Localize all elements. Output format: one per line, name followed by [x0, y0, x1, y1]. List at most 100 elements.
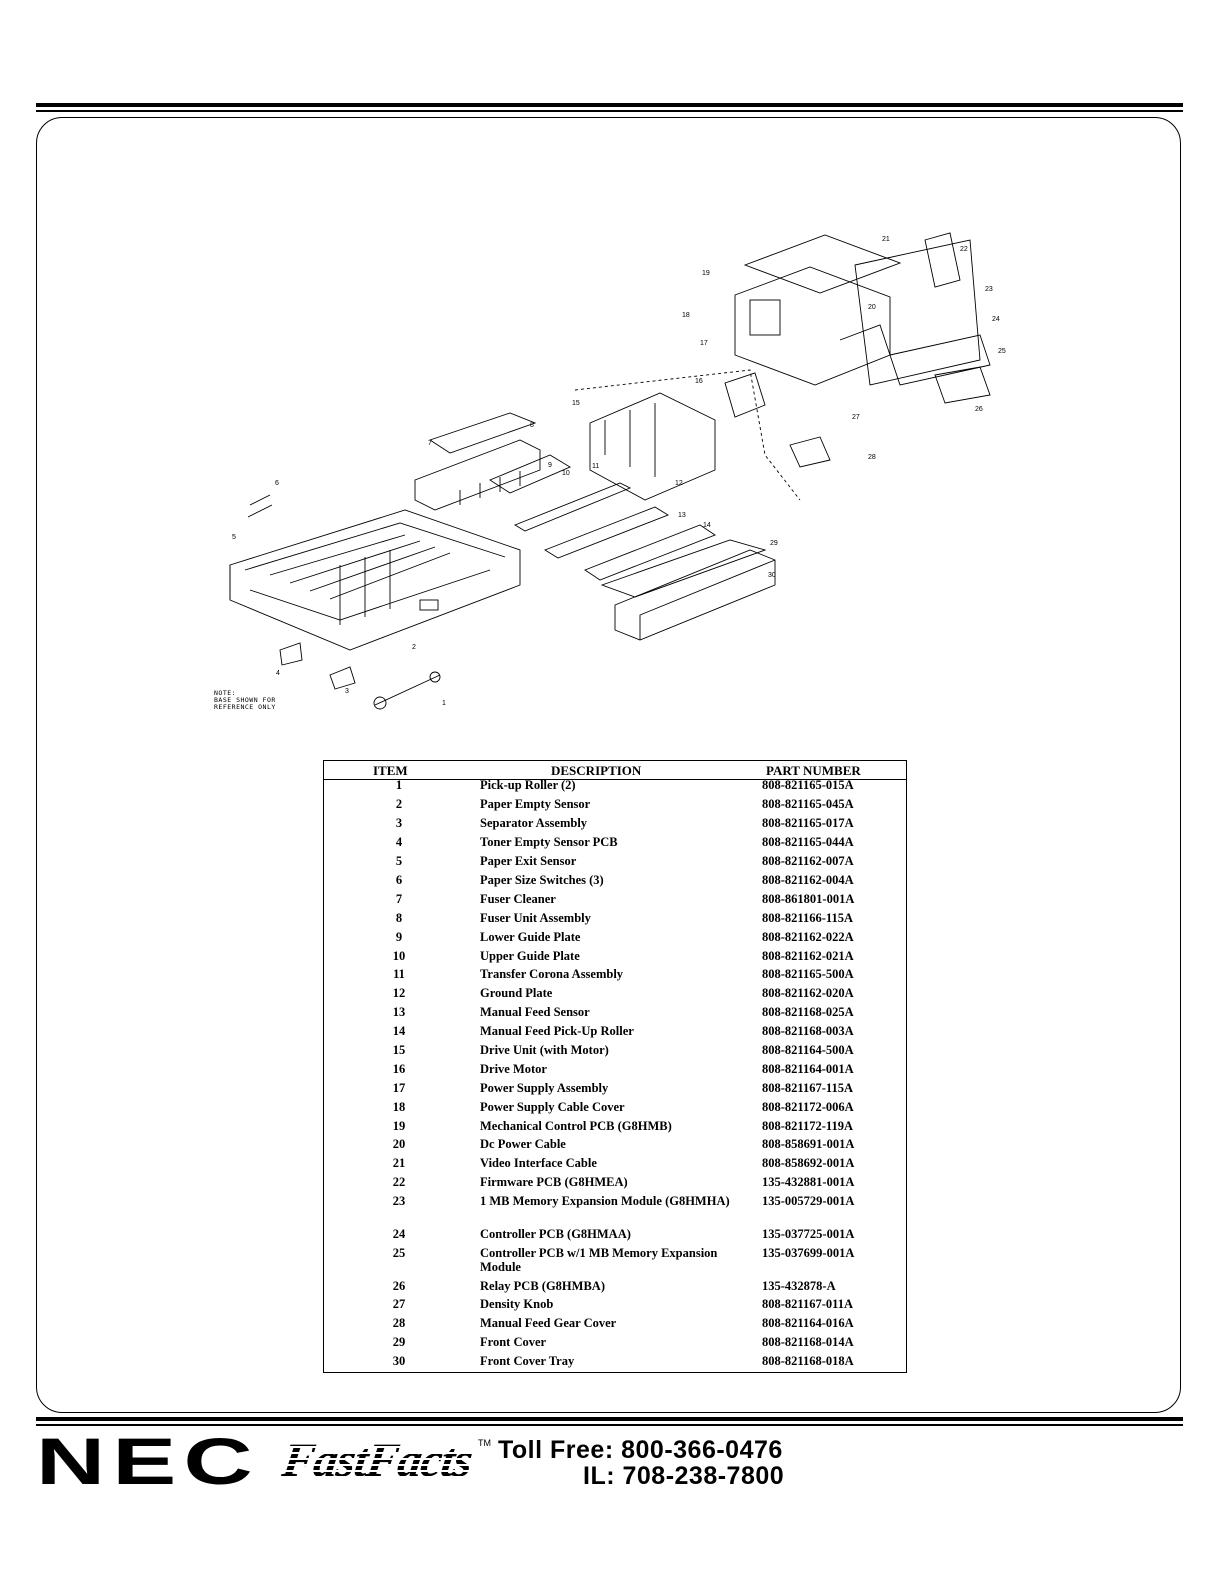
svg-text:14: 14	[703, 522, 711, 529]
item-number: 15	[392, 1043, 406, 1057]
item-part-number: 808-821162-007A	[762, 854, 854, 868]
item-part-number: 135-432878-A	[762, 1279, 836, 1293]
base-tray-drawing	[229, 509, 521, 651]
item-description: Mechanical Control PCB (G8HMB)	[480, 1119, 672, 1133]
svg-text:27: 27	[852, 414, 860, 421]
svg-text:16: 16	[695, 378, 703, 385]
callout-labels: 1 2 3 4 5 6 7 8 9 10 11 12 13 14 15 16 1…	[232, 236, 1006, 707]
svg-text:28: 28	[868, 454, 876, 461]
item-number: 13	[392, 1005, 406, 1019]
item-description: Toner Empty Sensor PCB	[480, 835, 618, 849]
guide-assemblies-drawing	[513, 482, 767, 598]
svg-text:20: 20	[868, 304, 876, 311]
item-part-number: 808-821165-500A	[762, 967, 854, 981]
item-part-number: 808-821172-119A	[762, 1119, 853, 1133]
item-number: 16	[392, 1062, 406, 1076]
parts-table-header: ITEM DESCRIPTION PART NUMBER	[324, 761, 906, 780]
item-number: 20	[392, 1137, 406, 1151]
item-number: 28	[392, 1316, 406, 1330]
item-part-number: 808-821164-500A	[762, 1043, 854, 1057]
svg-text:3: 3	[345, 688, 349, 695]
illinois-number: IL: 708-238-7800	[583, 1462, 785, 1490]
item-description: 1 MB Memory Expansion Module (G8HMHA)	[480, 1194, 730, 1208]
drive-unit-drawing	[574, 369, 801, 501]
item-number: 21	[392, 1156, 406, 1170]
item-number: 1	[395, 778, 403, 792]
item-description: Power Supply Assembly	[480, 1081, 609, 1095]
svg-text:15: 15	[572, 400, 580, 407]
svg-text:8: 8	[530, 422, 534, 429]
item-description: Fuser Unit Assembly	[480, 911, 591, 925]
item-description: Fuser Cleaner	[480, 892, 556, 906]
item-part-number: 808-821164-001A	[762, 1062, 854, 1076]
item-description: Transfer Corona Assembly	[480, 967, 624, 981]
item-number: 7	[395, 892, 403, 906]
svg-text:13: 13	[678, 512, 686, 519]
item-part-number: 808-821167-011A	[762, 1297, 853, 1311]
item-description: Controller PCB (G8HMAA)	[480, 1227, 631, 1241]
trademark-mark: TM	[478, 1438, 491, 1448]
item-part-number: 808-821162-022A	[762, 930, 854, 944]
svg-text:22: 22	[960, 246, 968, 253]
svg-text:2: 2	[412, 644, 416, 651]
svg-text:30: 30	[768, 572, 776, 579]
item-part-number: 808-821166-115A	[762, 911, 853, 925]
top-rule-thick	[36, 103, 1183, 107]
item-number: 4	[395, 835, 403, 849]
bottom-rule-thin	[36, 1424, 1183, 1426]
diagram-note: NOTE: BASE SHOWN FOR REFERENCE ONLY	[214, 689, 276, 711]
item-description: Paper Empty Sensor	[480, 797, 591, 811]
item-description: Manual Feed Sensor	[480, 1005, 590, 1019]
item-description: Ground Plate	[480, 986, 553, 1000]
item-part-number: 808-821164-016A	[762, 1316, 854, 1330]
svg-text:21: 21	[882, 236, 890, 243]
exploded-parts-diagram: 1 2 3 4 5 6 7 8 9 10 11 12 13 14 15 16 1…	[190, 205, 1050, 725]
svg-text:23: 23	[985, 286, 993, 293]
item-part-number: 808-821168-014A	[762, 1335, 854, 1349]
top-rule-thin	[36, 110, 1183, 112]
svg-text:7: 7	[428, 440, 432, 447]
item-part-number: 808-821162-021A	[762, 949, 854, 963]
item-number: 2	[395, 797, 403, 811]
svg-text:6: 6	[275, 480, 279, 487]
item-part-number: 808-858691-001A	[762, 1137, 855, 1151]
item-number: 18	[392, 1100, 406, 1114]
item-description: Front Cover Tray	[480, 1354, 575, 1368]
svg-text:11: 11	[592, 463, 599, 470]
svg-text:18: 18	[682, 312, 690, 319]
item-part-number: 808-821172-006A	[762, 1100, 854, 1114]
item-number: 3	[395, 816, 403, 830]
item-description: Power Supply Cable Cover	[480, 1100, 625, 1114]
svg-text:10: 10	[562, 470, 570, 477]
item-description: Video Interface Cable	[480, 1156, 597, 1170]
item-part-number: 808-821165-017A	[762, 816, 854, 830]
svg-text:24: 24	[992, 316, 1000, 323]
item-number: 26	[392, 1279, 406, 1293]
fastfacts-logo: FastFacts	[279, 1434, 476, 1487]
svg-text:9: 9	[548, 462, 552, 469]
item-number: 17	[392, 1081, 406, 1095]
item-part-number: 808-858692-001A	[762, 1156, 855, 1170]
item-number: 25	[392, 1246, 406, 1260]
item-description: Firmware PCB (G8HMEA)	[480, 1175, 628, 1189]
item-description: Density Knob	[480, 1297, 554, 1311]
item-number: 22	[392, 1175, 406, 1189]
toll-free-number: Toll Free: 800-366-0476	[498, 1436, 783, 1464]
item-description: Lower Guide Plate	[480, 930, 581, 944]
item-part-number: 135-037725-001A	[762, 1227, 855, 1241]
svg-text:4: 4	[276, 670, 280, 677]
item-number: 11	[393, 967, 405, 981]
fuser-unit-drawing	[414, 412, 571, 511]
item-part-number: 808-821165-045A	[762, 797, 854, 811]
front-cover-drawing	[614, 549, 776, 641]
item-description: Drive Motor	[480, 1062, 547, 1076]
item-number: 8	[395, 911, 403, 925]
controller-pcb-drawing	[789, 232, 991, 468]
small-parts-drawing	[247, 494, 441, 710]
item-description: Manual Feed Gear Cover	[480, 1316, 617, 1330]
nec-logo: NEC	[36, 1424, 260, 1498]
item-part-number: 135-005729-001A	[762, 1194, 855, 1208]
item-part-number: 135-432881-001A	[762, 1175, 855, 1189]
item-number: 10	[392, 949, 406, 963]
item-number: 19	[392, 1119, 406, 1133]
